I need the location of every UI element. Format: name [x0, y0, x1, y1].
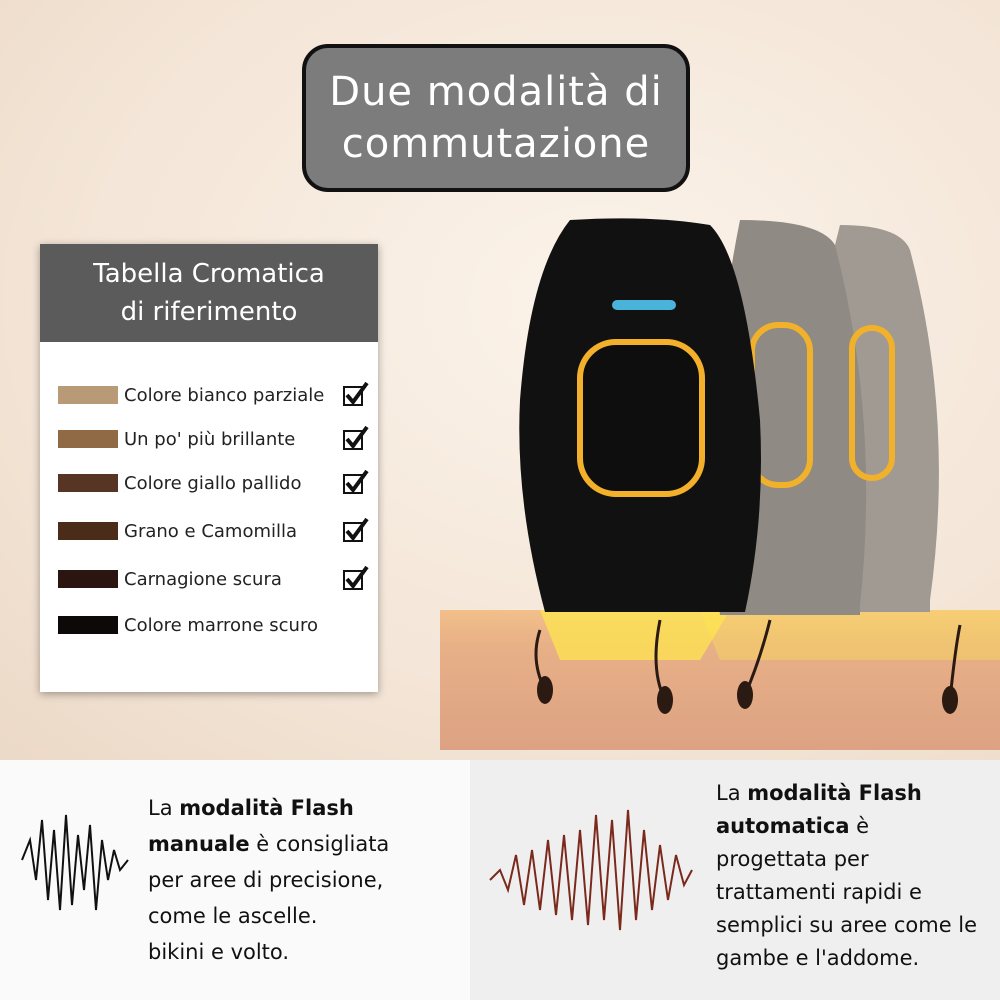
manual-prefix: La: [148, 796, 180, 820]
color-swatch: [58, 430, 118, 448]
title-line-2: commutazione: [341, 121, 651, 167]
title-box: Due modalità di commutazione: [302, 44, 690, 192]
auto-line-5: semplici su aree come le: [716, 913, 978, 937]
auto-bold-2: automatica: [716, 814, 850, 838]
automatic-description: La modalità Flash automatica è progettat…: [716, 777, 977, 975]
auto-bold-1: modalità Flash: [747, 781, 922, 805]
color-row: Un po' più brillante: [58, 424, 295, 454]
color-row-label: Colore giallo pallido: [124, 472, 302, 494]
color-swatch: [58, 616, 118, 634]
color-swatch: [58, 386, 118, 404]
checkbox-checked-icon: [343, 565, 369, 590]
auto-prefix: La: [716, 781, 748, 805]
checkbox-checked-icon: [343, 469, 369, 494]
checkbox-checked-icon: [343, 381, 369, 406]
manual-line-4: come le ascelle.: [148, 904, 318, 928]
manual-wave-icon: [21, 814, 129, 911]
manual-mode-panel: [0, 760, 470, 1000]
color-row: Colore giallo pallido: [58, 468, 302, 498]
auto-line-6: gambe e l'addome.: [716, 946, 920, 970]
color-row: Colore bianco parziale: [58, 380, 324, 410]
color-row-label: Un po' più brillante: [124, 428, 296, 450]
manual-line-3: per aree di precisione,: [148, 868, 384, 892]
color-chart-card: Tabella Cromatica di riferimento Colore …: [40, 244, 378, 692]
color-chart-title-1: Tabella Cromatica: [93, 259, 325, 289]
skin-illustration: [440, 610, 1000, 750]
color-chart-header: Tabella Cromatica di riferimento: [40, 244, 378, 342]
manual-line-5: bikini e volto.: [148, 940, 290, 964]
device-illustration: [519, 218, 1000, 714]
checkbox-checked-icon: [343, 425, 369, 450]
auto-rest: è: [849, 814, 870, 838]
color-row-label: Colore bianco parziale: [124, 384, 325, 406]
checkbox-checked-icon: [343, 517, 369, 542]
manual-rest: è consigliata: [249, 832, 390, 856]
color-swatch: [58, 474, 118, 492]
auto-line-4: trattamenti rapidi e: [716, 880, 922, 904]
color-row: Carnagione scura: [58, 564, 282, 594]
color-row: Colore marrone scuro: [58, 610, 318, 640]
color-row-label: Grano e Camomilla: [124, 520, 298, 542]
color-row-label: Colore marrone scuro: [124, 614, 318, 636]
title-line-1: Due modalità di: [329, 69, 663, 115]
automatic-mode-panel: [470, 760, 1000, 1000]
auto-line-3: progettata per: [716, 847, 869, 871]
waveforms: [21, 809, 693, 931]
color-row-label: Carnagione scura: [124, 568, 282, 590]
color-swatch: [58, 570, 118, 588]
color-chart-title-2: di riferimento: [120, 297, 298, 327]
manual-description: La modalità Flash manuale è consigliata …: [148, 790, 389, 970]
color-row: Grano e Camomilla: [58, 516, 297, 546]
manual-bold-2: manuale: [148, 832, 250, 856]
manual-bold-1: modalità Flash: [179, 796, 354, 820]
automatic-wave-icon: [489, 809, 693, 931]
color-swatch: [58, 522, 118, 540]
